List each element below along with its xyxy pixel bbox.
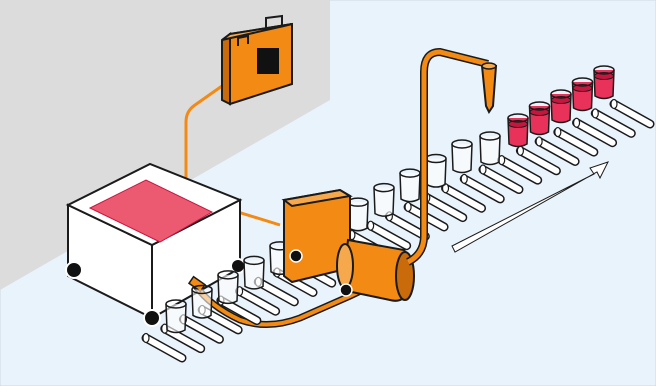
- empty-cup: [244, 256, 264, 289]
- cart-wheel: [144, 310, 160, 326]
- empty-cup: [166, 300, 186, 333]
- control-box-window: [257, 48, 279, 74]
- empty-cup: [218, 271, 238, 304]
- filled-cup: [508, 114, 528, 147]
- filled-cup: [594, 66, 614, 99]
- empty-cup: [480, 132, 500, 165]
- empty-cup: [374, 184, 394, 217]
- filled-cup: [551, 90, 571, 123]
- empty-cup: [400, 169, 420, 202]
- empty-cup: [192, 285, 212, 318]
- filled-cup: [573, 78, 593, 111]
- cart-wheel: [66, 262, 82, 278]
- filled-cup: [530, 102, 550, 135]
- empty-cup: [452, 140, 472, 173]
- empty-cup: [426, 155, 446, 188]
